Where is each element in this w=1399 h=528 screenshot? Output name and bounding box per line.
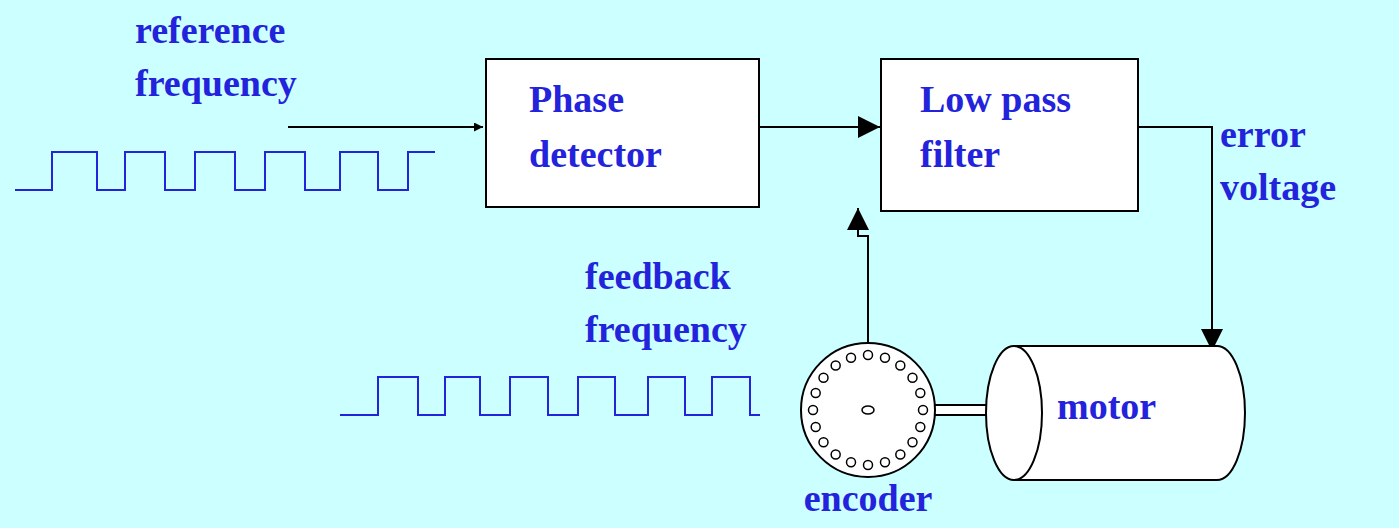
signal-label: reference frequency [135,4,395,110]
connector [1139,127,1212,351]
box-label: Low pass filter [920,72,1125,182]
square-wave [15,152,435,190]
motor-label: motor [1057,379,1156,434]
motor-shaft [935,410,989,411]
process-box: Low pass filter [880,58,1139,212]
process-box: Phase detector [485,58,760,208]
box-label: Phase detector [529,72,734,182]
edge-label: error voltage [1220,108,1395,214]
encoder-disk: encoder [798,340,938,526]
motor-cylinder: motor [985,345,1247,481]
encoder-label: encoder [804,474,933,523]
square-wave [340,377,760,415]
connector [760,127,880,128]
connector [858,208,868,343]
encoder-outline [798,340,938,480]
edge-label: feedback frequency [585,250,825,356]
reference-arrow [288,126,483,128]
